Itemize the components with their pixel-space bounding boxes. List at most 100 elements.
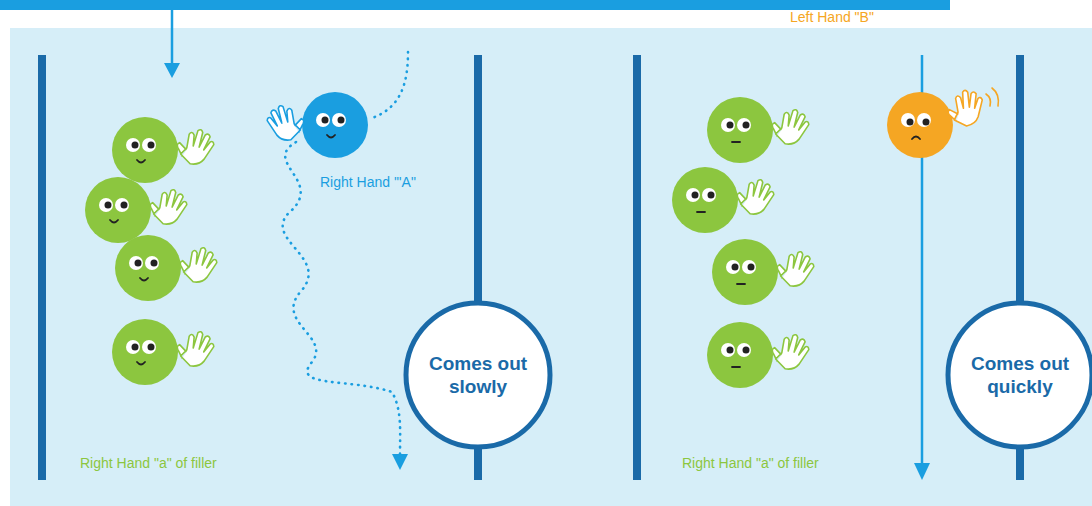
ball-eye — [737, 118, 751, 132]
ball-mouth — [912, 137, 920, 140]
ball-body — [112, 117, 178, 183]
hand-symbol — [770, 331, 811, 372]
outlet-label: Comes out slowly — [422, 352, 534, 398]
hand-shape — [775, 248, 816, 289]
ball-eye — [332, 113, 346, 127]
filler-ball — [707, 97, 773, 163]
ball-pupil — [148, 142, 155, 149]
ball-pupil — [148, 344, 155, 351]
ball-eye — [901, 113, 915, 127]
ball-body — [707, 322, 773, 388]
filler-ball — [115, 235, 181, 301]
hand-shape — [175, 126, 216, 167]
ball-pupil — [708, 192, 715, 199]
hand-symbol — [148, 186, 189, 227]
ball-mouth — [140, 278, 148, 281]
ball-pupil — [923, 119, 930, 126]
top-bar — [0, 0, 950, 10]
ball-pupil — [907, 119, 914, 126]
hand-symbol — [175, 126, 216, 167]
ball-eye — [126, 340, 140, 354]
filler-ball — [707, 322, 773, 388]
hand-shape — [265, 102, 306, 143]
ball-mouth — [697, 211, 705, 213]
filler-ball — [112, 319, 178, 385]
hand-symbol — [770, 106, 811, 147]
hand-symbol — [945, 88, 986, 129]
ball-eye — [726, 260, 740, 274]
hand-symbol — [735, 176, 776, 217]
filler-ball — [672, 167, 738, 233]
ball-pupil — [322, 117, 329, 124]
ball-mouth — [110, 220, 118, 223]
ball-pupil — [132, 344, 139, 351]
ball-mouth — [732, 366, 740, 368]
filler-ball — [85, 177, 151, 243]
hand-shape — [770, 106, 811, 147]
ball-eye — [145, 256, 159, 270]
ball-eye — [316, 113, 330, 127]
ball-eye — [917, 113, 931, 127]
hand-label: Left Hand "B" — [790, 9, 874, 25]
ball-eye — [721, 343, 735, 357]
ball-eye — [126, 138, 140, 152]
ball-body — [112, 319, 178, 385]
outlet-circle: Comes out slowly — [403, 300, 553, 450]
ball-pupil — [151, 260, 158, 267]
circle-outline — [945, 300, 1092, 450]
pointer-line — [171, 10, 174, 66]
hand-shape — [945, 88, 986, 129]
ball-eye — [129, 256, 143, 270]
ball-eye — [99, 198, 113, 212]
ball-eye — [115, 198, 129, 212]
arrow-head — [914, 463, 930, 480]
channel-wall — [633, 55, 641, 480]
filler-ball — [112, 117, 178, 183]
ball-pupil — [338, 117, 345, 124]
ball-eye — [737, 343, 751, 357]
arrow-head — [164, 63, 180, 78]
ball-pupil — [732, 264, 739, 271]
ball-pupil — [132, 142, 139, 149]
hand-shape — [178, 244, 219, 285]
circle-outline — [403, 300, 553, 450]
ball-body — [887, 92, 953, 158]
channel-wall — [38, 55, 46, 480]
ball-pupil — [727, 347, 734, 354]
hand-symbol — [175, 328, 216, 369]
ball-eye — [142, 340, 156, 354]
ball-eye — [686, 188, 700, 202]
hand-label: Right Hand '"A" — [320, 174, 416, 190]
ball-pupil — [121, 202, 128, 209]
ball-mouth — [137, 160, 145, 163]
ball-eye — [721, 118, 735, 132]
ball-mouth — [737, 283, 745, 285]
ball-eye — [142, 138, 156, 152]
ball-mouth — [327, 135, 335, 138]
ball-pupil — [748, 264, 755, 271]
ball-pupil — [743, 122, 750, 129]
hand-symbol — [265, 102, 306, 143]
arrow-head — [392, 454, 408, 470]
ball-eye — [702, 188, 716, 202]
ball-pupil — [105, 202, 112, 209]
ball-body — [85, 177, 151, 243]
ball-pupil — [692, 192, 699, 199]
ball-pupil — [135, 260, 142, 267]
ball-mouth — [732, 141, 740, 143]
filler-ball — [712, 239, 778, 305]
hand-shape — [735, 176, 776, 217]
hand-label: Right Hand "a" of filler — [80, 455, 217, 471]
background-panel — [10, 28, 1092, 506]
hand-symbol — [775, 248, 816, 289]
hand-label: Right Hand "a" of filler — [682, 455, 819, 471]
ball-eye — [742, 260, 756, 274]
ball-mouth — [137, 362, 145, 365]
ball-pupil — [727, 122, 734, 129]
hand-shape — [148, 186, 189, 227]
dotted-path — [372, 52, 408, 118]
ball-pupil — [743, 347, 750, 354]
